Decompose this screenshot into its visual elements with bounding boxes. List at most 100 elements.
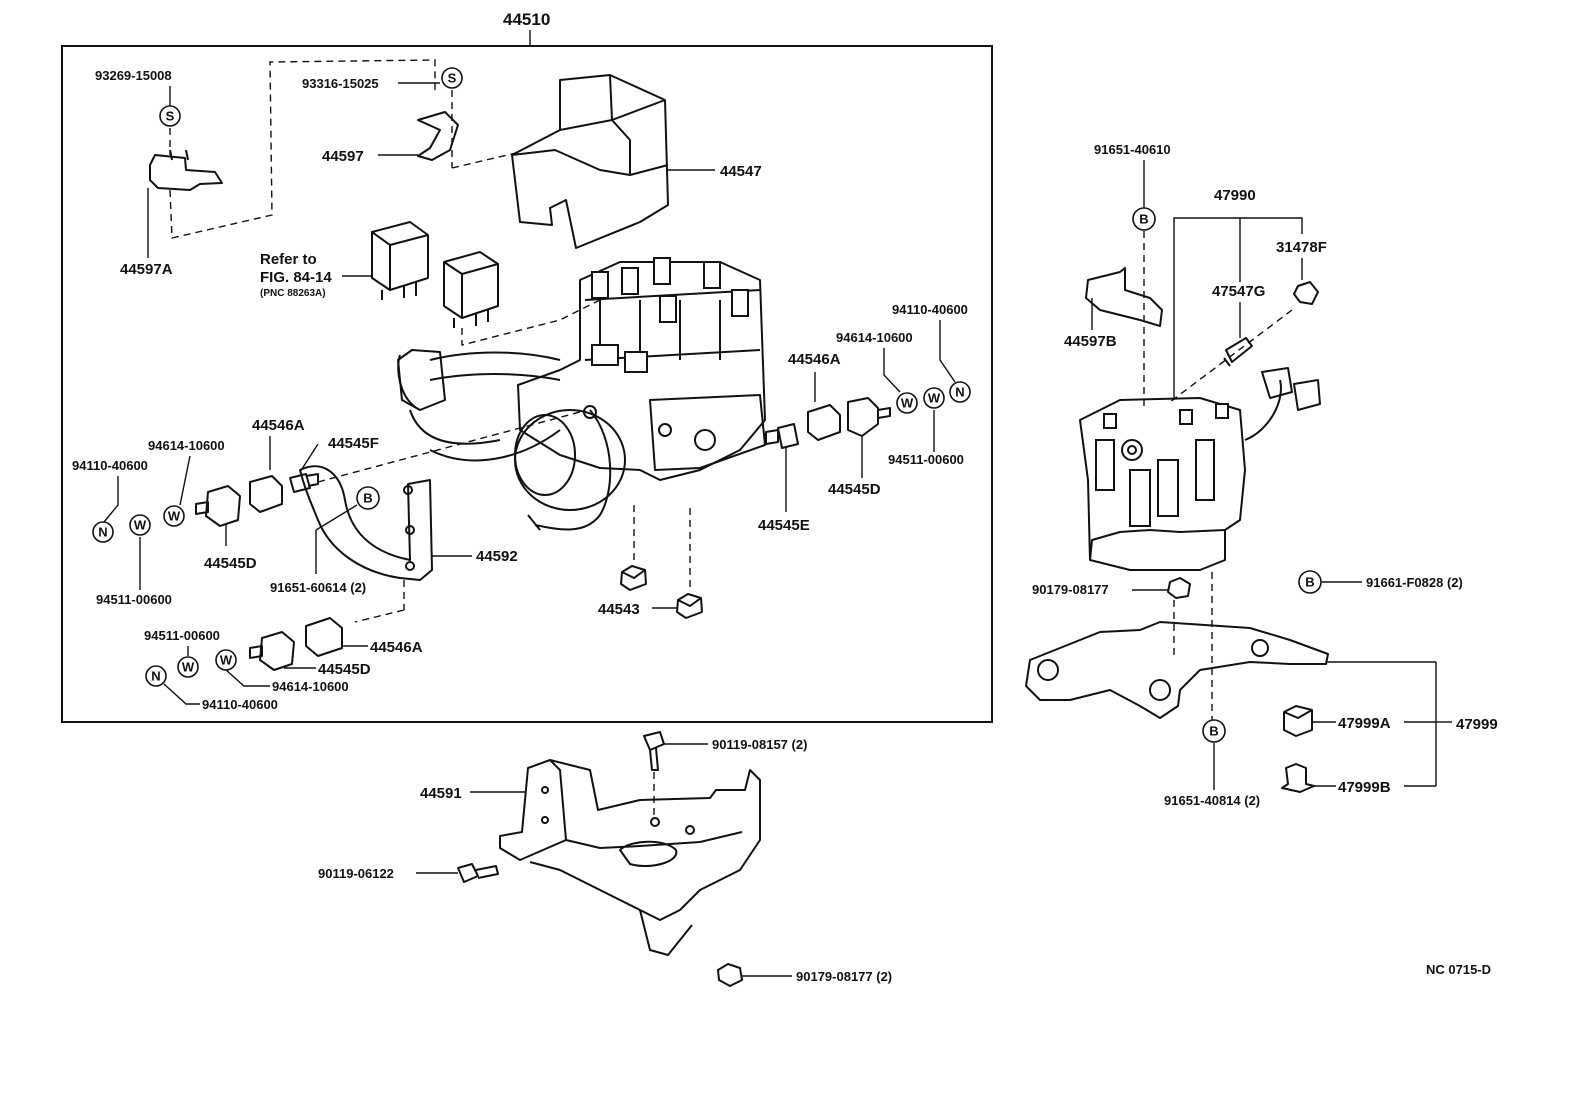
svg-text:W: W: [928, 391, 941, 406]
hydraulic-unit: [1079, 367, 1321, 571]
label-91651-40814: 91651-40814 (2): [1164, 793, 1260, 808]
bleeder-47547g: [1223, 337, 1253, 367]
svg-text:N: N: [98, 525, 107, 540]
label-44545e: 44545E: [758, 517, 810, 534]
label-94614-10600-left: 94614-10600: [148, 438, 225, 453]
symbol-b-left: B: [356, 486, 380, 510]
cushion-44546a-right: [807, 404, 841, 441]
bracket-44597b: [1085, 267, 1163, 327]
symbol-b-legend: B: [1298, 570, 1322, 594]
symbol-s-1: S: [159, 105, 181, 127]
svg-text:S: S: [166, 109, 175, 124]
svg-text:B: B: [1209, 724, 1218, 739]
bracket-44597a: [149, 149, 223, 191]
label-94511-00600-right: 94511-00600: [888, 452, 964, 467]
symbol-w-right-2: W: [923, 387, 945, 409]
refer-line-2: FIG. 84-14: [260, 269, 332, 286]
label-94110-40600-right: 94110-40600: [892, 302, 968, 317]
label-94511-00600-bottom: 94511-00600: [144, 628, 220, 643]
svg-text:B: B: [1305, 575, 1314, 590]
cap-31478f: [1293, 281, 1319, 305]
svg-text:S: S: [448, 71, 457, 86]
grommet-44543-2: [676, 593, 703, 619]
base-bracket-47999: [1025, 621, 1329, 719]
label-44545d-left: 44545D: [204, 555, 257, 572]
svg-text:W: W: [901, 396, 914, 411]
label-91651-60614: 91651-60614 (2): [270, 580, 366, 595]
grommet-44543-1: [620, 565, 647, 591]
svg-text:N: N: [151, 669, 160, 684]
label-47999b: 47999B: [1338, 779, 1391, 796]
label-47999a: 47999A: [1338, 715, 1391, 732]
label-31478f: 31478F: [1276, 239, 1327, 256]
bolt-90119-06122: [457, 863, 499, 883]
symbol-w-bottom-1: W: [177, 656, 199, 678]
label-44545d-bottom: 44545D: [318, 661, 371, 678]
symbol-n-right: N: [949, 381, 971, 403]
nut-90179-08177-right: [1167, 577, 1191, 599]
nut-90179-08177-bottom: [717, 963, 743, 987]
svg-text:W: W: [220, 653, 233, 668]
label-44597b: 44597B: [1064, 333, 1117, 350]
label-47547g: 47547G: [1212, 283, 1265, 300]
symbol-s-2: S: [441, 67, 463, 89]
svg-text:W: W: [182, 660, 195, 675]
bolt-90119-08157: [643, 731, 665, 771]
symbol-w-left-2: W: [163, 505, 185, 527]
label-94511-00600-left: 94511-00600: [96, 592, 172, 607]
svg-text:W: W: [134, 518, 147, 533]
label-44510: 44510: [503, 10, 550, 29]
label-44543: 44543: [598, 601, 640, 618]
symbol-w-bottom-2: W: [215, 649, 237, 671]
label-90119-08157: 90119-08157 (2): [712, 737, 807, 752]
stud-44545e: [765, 423, 799, 449]
svg-text:B: B: [1139, 212, 1148, 227]
label-94110-40600-bottom: 94110-40600: [202, 697, 278, 712]
svg-text:W: W: [168, 509, 181, 524]
label-44546a-right: 44546A: [788, 351, 841, 368]
symbol-n-bottom: N: [145, 665, 167, 687]
mount-44545d-left: [195, 485, 241, 527]
refer-line-3: (PNC 88263A): [260, 288, 326, 299]
cover-44547: [511, 74, 669, 249]
label-44591: 44591: [420, 785, 462, 802]
label-47990: 47990: [1214, 187, 1256, 204]
cushion-44546a-left: [249, 475, 283, 513]
symbol-b-bottom-right: B: [1202, 719, 1226, 743]
label-91651-40610: 91651-40610: [1094, 142, 1171, 157]
assembly-frame: [61, 45, 993, 723]
label-44547: 44547: [720, 163, 762, 180]
svg-text:N: N: [955, 385, 964, 400]
label-47999: 47999: [1456, 716, 1498, 733]
collar-47999b: [1281, 763, 1315, 793]
label-93316-15025: 93316-15025: [302, 76, 379, 91]
label-90179-08177-right: 90179-08177: [1032, 582, 1109, 597]
label-44597: 44597: [322, 148, 364, 165]
symbol-w-right-1: W: [896, 392, 918, 414]
label-44597a: 44597A: [120, 261, 173, 278]
cushion-44546a-bottom: [305, 617, 343, 657]
refer-line-1: Refer to: [260, 251, 317, 268]
label-94614-10600-right: 94614-10600: [836, 330, 913, 345]
bracket-44591: [499, 759, 761, 956]
symbol-b-top-right: B: [1132, 207, 1156, 231]
mount-44545d-right: [847, 397, 891, 437]
relay-1: [371, 221, 429, 300]
label-44545f: 44545F: [328, 435, 379, 452]
bracket-44592: [299, 465, 433, 581]
relay-2: [443, 251, 499, 328]
label-90119-06122: 90119-06122: [318, 866, 394, 881]
label-91661-f0828: 91661-F0828 (2): [1366, 575, 1463, 590]
grommet-47999a: [1283, 705, 1313, 737]
label-94110-40600-left: 94110-40600: [72, 458, 148, 473]
abs-actuator: [397, 257, 766, 531]
label-44546a-bottom: 44546A: [370, 639, 423, 656]
symbol-w-left-1: W: [129, 514, 151, 536]
label-93269-15008: 93269-15008: [95, 68, 172, 83]
label-44592: 44592: [476, 548, 518, 565]
label-90179-08177-bottom: 90179-08177 (2): [796, 969, 892, 984]
symbol-n-left: N: [92, 521, 114, 543]
bracket-44597: [417, 111, 459, 161]
drawing-code: NC 0715-D: [1426, 962, 1491, 977]
